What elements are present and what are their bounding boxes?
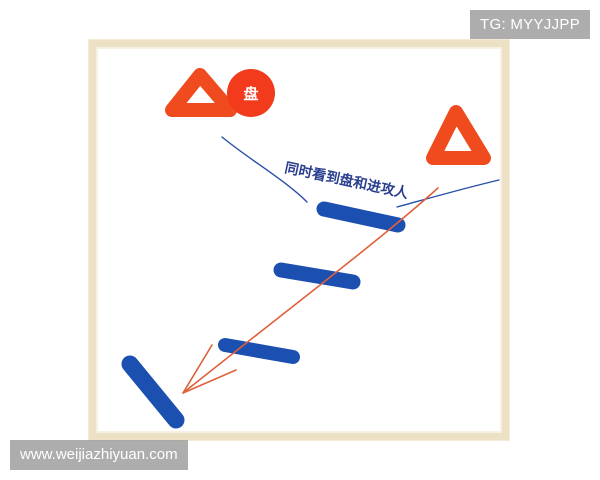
movement-arrow-line (182, 187, 439, 394)
movement-arrow-head (182, 344, 237, 394)
attacker-triangle-right (426, 105, 491, 165)
watermark-url: www.weijiazhiyuan.com (10, 440, 188, 470)
annotation-text: 同时看到盘和进攻人 (283, 159, 411, 202)
watermark-tg: TG: MYYJJPP (470, 10, 590, 39)
defender-mark-1 (316, 201, 406, 233)
diagram-frame (89, 40, 509, 440)
defender-mark-3 (218, 338, 300, 364)
attacker-triangle-left (165, 68, 237, 117)
disc-label: 盘 (243, 85, 258, 103)
defender-mark-4 (121, 355, 185, 429)
sight-line-left (221, 136, 308, 203)
frame-inner-border (96, 47, 502, 433)
sight-line-right (396, 179, 500, 208)
disc-icon (227, 69, 275, 117)
defender-mark-2 (273, 262, 361, 290)
